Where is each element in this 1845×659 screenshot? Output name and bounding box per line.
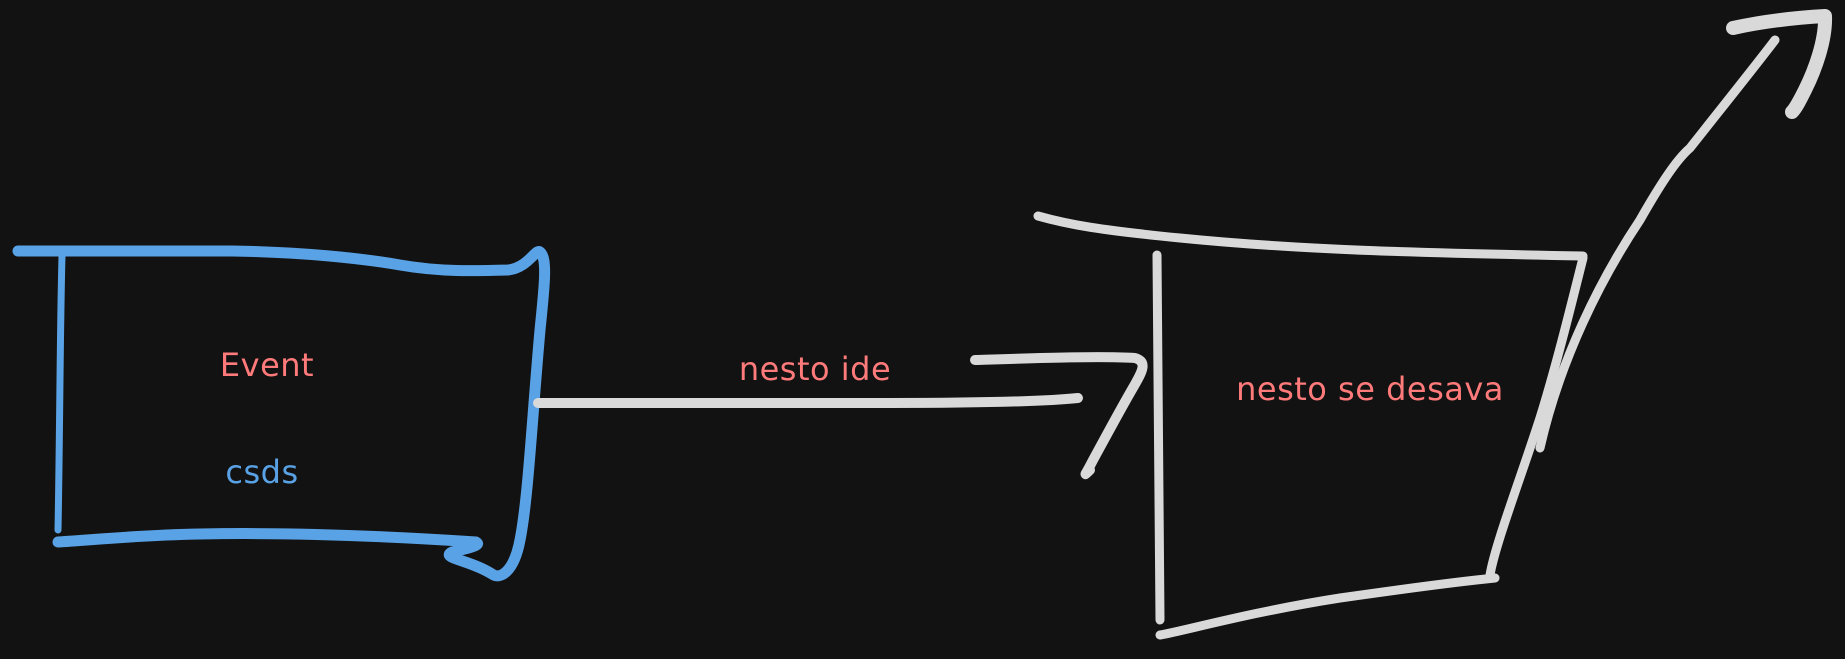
target-box[interactable]: nesto se desava	[1033, 211, 1588, 640]
event-box-outline	[12, 245, 551, 582]
arrowhead	[970, 352, 1148, 480]
connector-line	[533, 393, 1083, 408]
outgoing-arrow[interactable]	[1535, 9, 1833, 453]
connector-label: nesto ide	[739, 350, 891, 388]
event-box[interactable]: Event csds	[12, 245, 551, 582]
target-box-bottom-edge	[1155, 573, 1500, 640]
event-title: Event	[220, 346, 314, 384]
event-box-left-edge	[54, 252, 66, 534]
event-subtitle: csds	[225, 453, 298, 491]
target-box-top-edge	[1033, 211, 1588, 261]
outgoing-arrow-shaft	[1535, 35, 1780, 453]
connector-arrow[interactable]: nesto ide	[533, 350, 1148, 480]
target-label: nesto se desava	[1236, 370, 1504, 408]
outgoing-arrowhead	[1726, 9, 1833, 119]
target-box-right-edge	[1485, 253, 1588, 580]
target-box-left-edge	[1152, 250, 1165, 625]
